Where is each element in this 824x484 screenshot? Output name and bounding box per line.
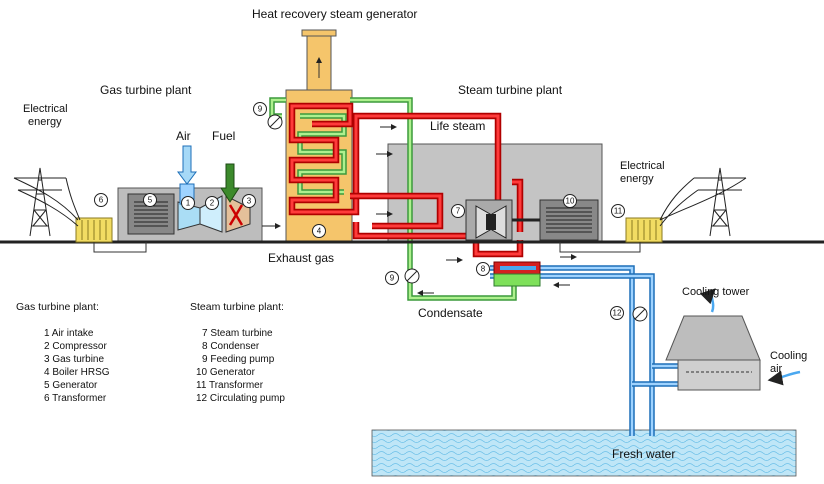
legend-steam-item: 10 Generator	[196, 367, 256, 378]
marker-7: 7	[456, 207, 461, 216]
exhaust-gas-label: Exhaust gas	[268, 251, 334, 265]
steam-turbine-plant-heading: Steam turbine plant	[458, 83, 563, 97]
cooling-air-label-line1: Cooling	[770, 350, 807, 362]
marker-9-upper: 9	[258, 105, 263, 114]
marker-11: 11	[614, 207, 623, 216]
fuel-label: Fuel	[212, 129, 235, 143]
pylon-left	[13, 167, 81, 237]
circulating-pump-12	[632, 306, 648, 322]
marker-2: 2	[210, 199, 215, 208]
electrical-energy-right-line1: Electrical	[620, 160, 665, 172]
legend-gas-item: 5 Generator	[44, 380, 98, 391]
transformer-right	[625, 217, 663, 243]
marker-10: 10	[566, 197, 575, 206]
transformer-left	[75, 217, 113, 243]
electrical-energy-right-line2: energy	[620, 173, 654, 185]
fresh-water-label: Fresh water	[612, 447, 675, 461]
marker-5: 5	[148, 196, 153, 205]
marker-9-lower: 9	[390, 274, 395, 283]
marker-4: 4	[317, 227, 322, 236]
legend-gas-item: 4 Boiler HRSG	[44, 367, 110, 378]
gas-turbine-plant-heading: Gas turbine plant	[100, 83, 192, 97]
legend-gas-item: 6 Transformer	[44, 393, 107, 404]
cooling-tower-label: Cooling tower	[682, 286, 750, 298]
air-intake-arrow	[177, 145, 197, 185]
marker-3: 3	[247, 197, 252, 206]
marker-12: 12	[613, 309, 622, 318]
feeding-pump-9-upper	[267, 114, 283, 130]
electrical-energy-left-line2: energy	[28, 116, 62, 128]
legend-steam-item: 8 Condenser	[202, 341, 260, 352]
steam-line	[288, 102, 524, 258]
fuel-intake-arrow	[220, 163, 240, 203]
feeding-pump-9-lower	[404, 268, 420, 284]
cooling-tower	[665, 288, 801, 391]
condensate-label: Condensate	[418, 306, 483, 320]
pylon-right	[659, 167, 747, 237]
marker-1: 1	[186, 199, 191, 208]
electrical-energy-left-line1: Electrical	[23, 103, 68, 115]
condenser	[493, 261, 541, 287]
component-markers: 6 5 1 2 3 4 7 8 9 9 10 11 12	[94, 102, 625, 320]
flow-arrows	[376, 124, 577, 296]
legend-steam-heading: Steam turbine plant:	[190, 301, 284, 313]
diagram-title: Heat recovery steam generator	[252, 7, 417, 21]
legend-gas-heading: Gas turbine plant:	[16, 301, 99, 313]
air-label: Air	[176, 129, 191, 143]
marker-6: 6	[99, 196, 104, 205]
legend-gas-item: 3 Gas turbine	[44, 354, 104, 365]
life-steam-label: Life steam	[430, 119, 485, 133]
cooling-air-label-line2: air	[770, 363, 783, 375]
legend-steam-item: 7 Steam turbine	[202, 328, 273, 339]
marker-8: 8	[481, 265, 486, 274]
legend-gas-item: 2 Compressor	[44, 341, 107, 352]
legend-steam-item: 9 Feeding pump	[202, 354, 275, 365]
legend-gas-turbine: Gas turbine plant: 1 Air intake 2 Compre…	[16, 301, 110, 404]
legend-steam-item: 12 Circulating pump	[196, 393, 285, 404]
legend-gas-item: 1 Air intake	[44, 328, 94, 339]
legend-steam-turbine: Steam turbine plant: 7 Steam turbine 8 C…	[190, 301, 285, 404]
legend-steam-item: 11 Transformer	[196, 380, 264, 391]
fresh-water-pool	[371, 429, 797, 477]
